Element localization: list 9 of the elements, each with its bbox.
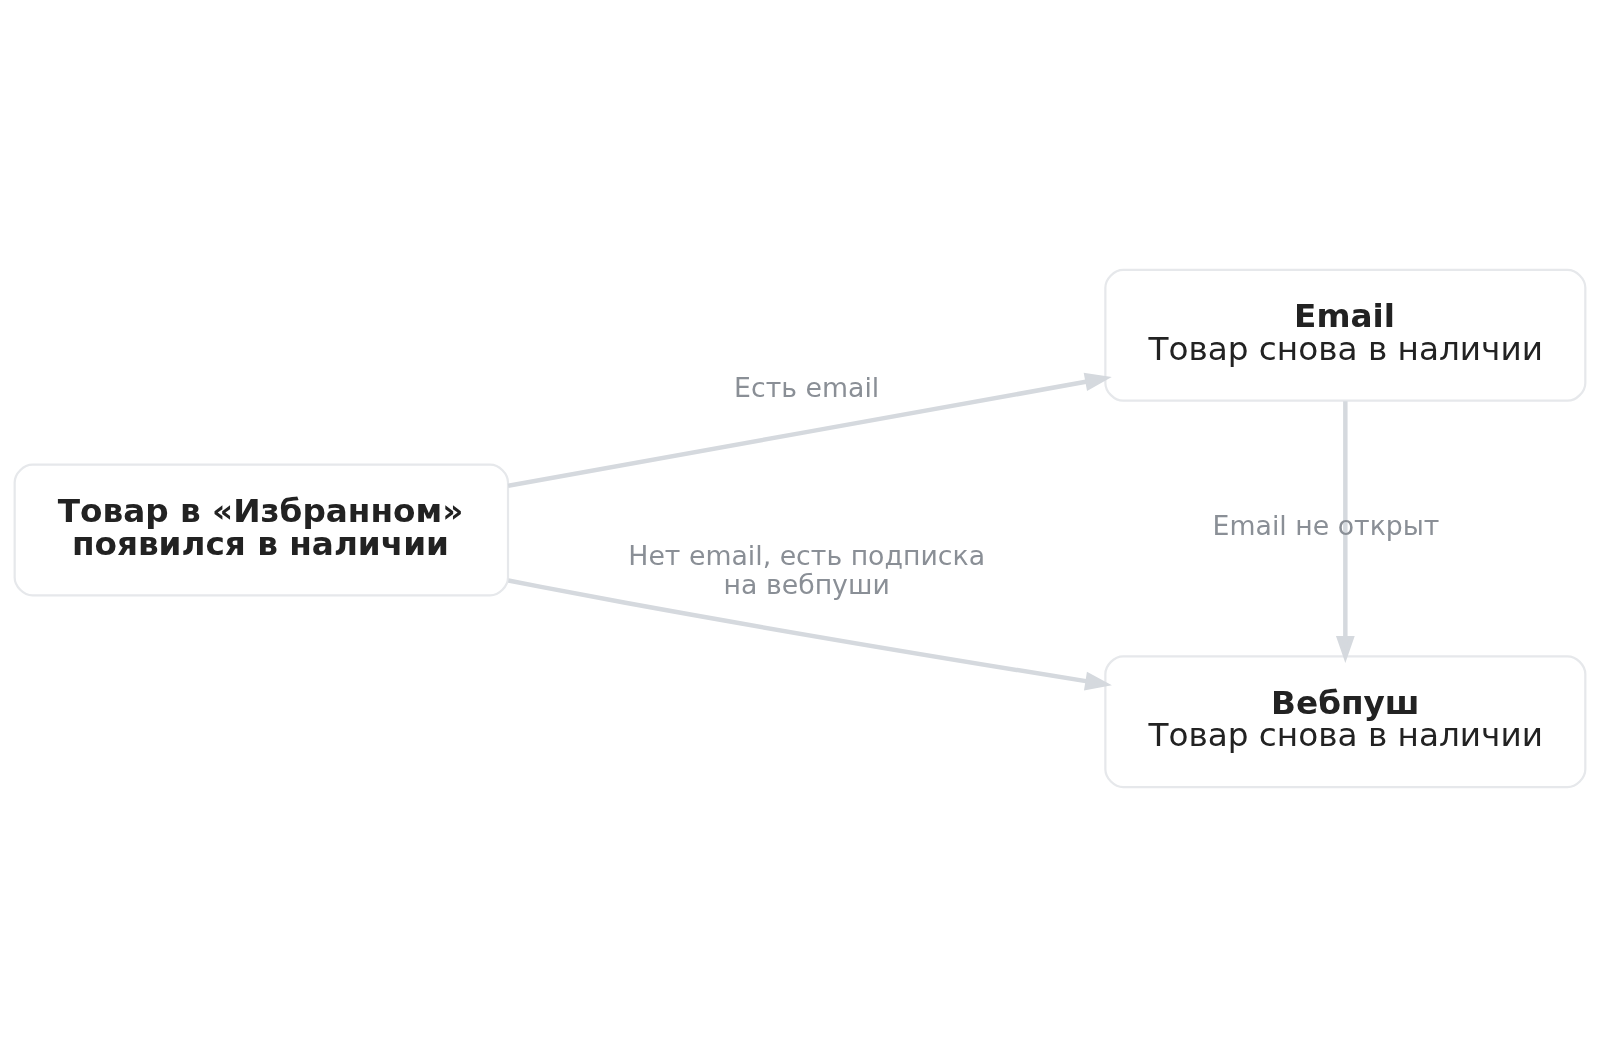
node-box: Вебпуш Товар снова в наличии (1104, 654, 1587, 788)
arrow (507, 372, 1112, 488)
arrow (507, 577, 1112, 690)
arrow (1335, 400, 1355, 663)
node-box: Email Товар снова в наличии (1104, 268, 1587, 402)
edge-label: Нет email, есть подписка на вебпуши (628, 539, 986, 600)
edge-label: Email не открыт (1212, 509, 1440, 541)
node-box: Товар в «Избранном» появился в наличии (13, 463, 510, 596)
edge-label: Есть email (734, 371, 880, 403)
